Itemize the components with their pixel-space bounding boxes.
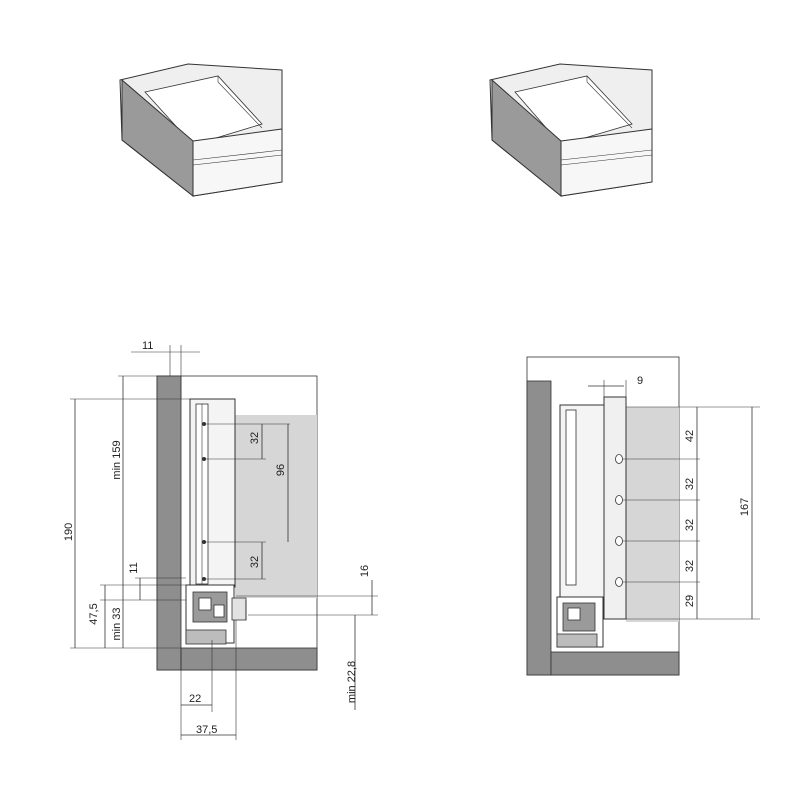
dim-167: 167 [739, 498, 751, 516]
dim-96: 96 [275, 464, 287, 476]
dim-16: 16 [359, 565, 371, 577]
dim-min-159: min 159 [111, 440, 123, 479]
dim-32-bottom: 32 [249, 556, 261, 568]
drawer-icon-left [119, 63, 283, 198]
dim-42: 42 [684, 430, 696, 442]
dim-190: 190 [63, 523, 75, 541]
cabinet-side-panel [526, 380, 552, 676]
dim-top-9: 9 [637, 375, 643, 387]
cabinet-bottom-panel [550, 651, 680, 676]
dim-32-a: 32 [684, 478, 696, 490]
hole-marker [615, 454, 623, 464]
dim-min-22-8: min 22,8 [346, 661, 358, 703]
back-panel [235, 415, 317, 598]
dim-side-11: 11 [128, 562, 140, 573]
dim-top-11: 11 [142, 340, 153, 352]
dim-37-5: 37,5 [196, 724, 217, 736]
right-section-view: 9 42 32 32 32 29 167 [526, 356, 760, 676]
hole-marker [615, 495, 623, 505]
runner-profile [556, 596, 604, 648]
dim-32-top: 32 [249, 432, 261, 444]
dim-29: 29 [684, 595, 696, 607]
dim-22: 22 [189, 693, 201, 705]
hole-marker [615, 577, 623, 587]
dim-32-b: 32 [684, 519, 696, 531]
back-panel [626, 407, 679, 622]
cabinet-bottom-panel [180, 647, 318, 671]
hole-marker [615, 536, 623, 546]
dim-47-5: 47,5 [88, 603, 100, 624]
runner-profile [185, 584, 247, 645]
cabinet-side-panel [156, 375, 182, 671]
dim-min-33: min 33 [111, 607, 123, 640]
drawer-icon-right [489, 63, 653, 198]
left-section-view: 11 190 min 159 32 96 32 11 47,5 min 33 1… [63, 340, 378, 740]
dim-32-c: 32 [684, 560, 696, 572]
